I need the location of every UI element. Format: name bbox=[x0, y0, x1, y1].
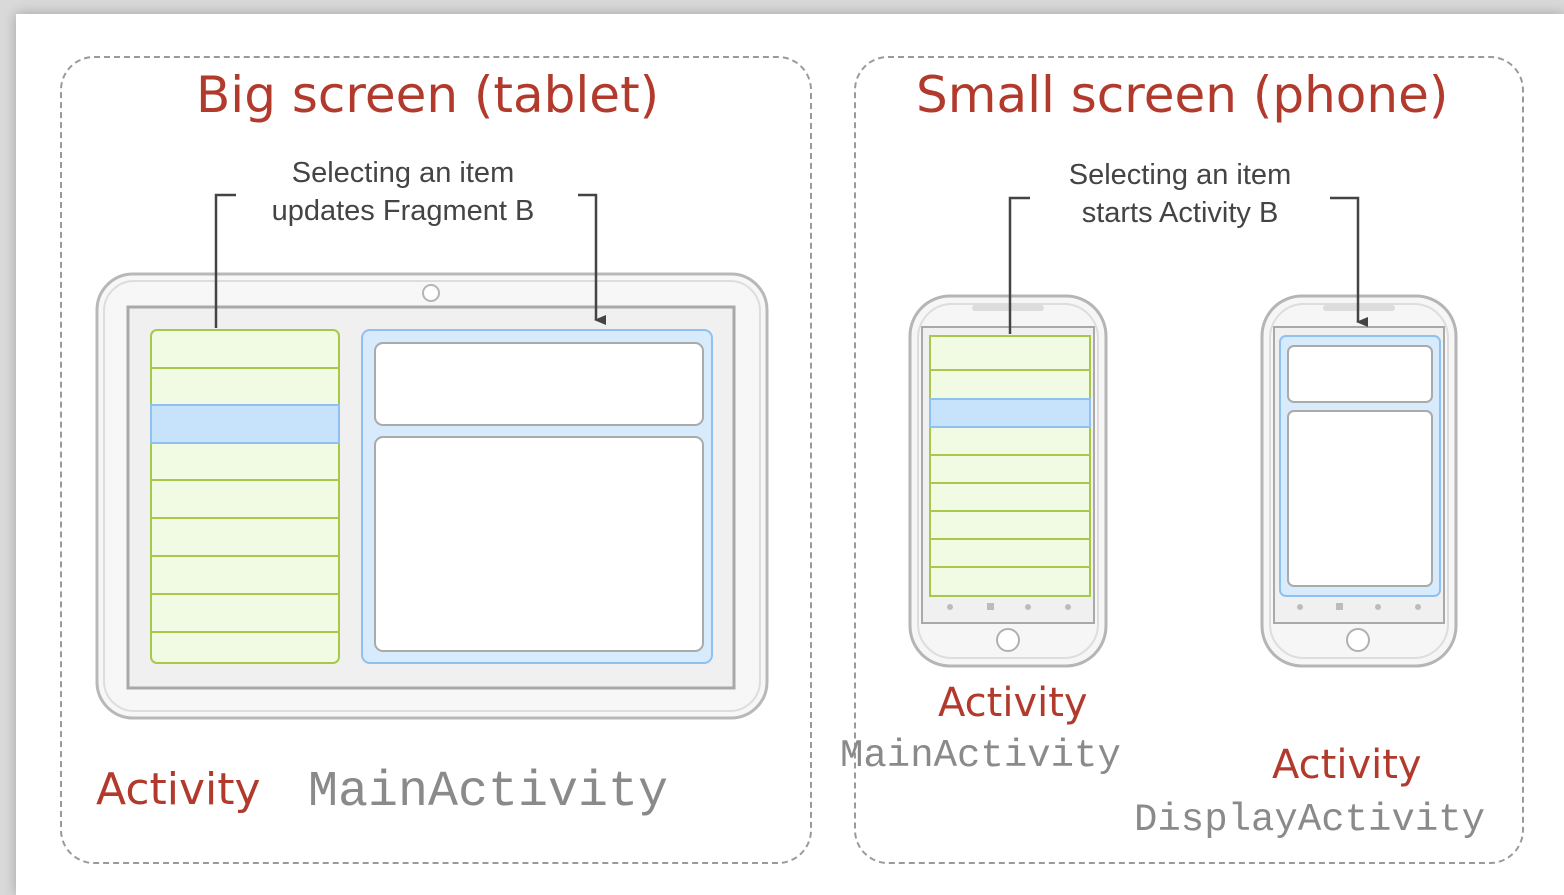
tablet-list-fragment bbox=[150, 329, 340, 664]
display-activity-label: Activity bbox=[1272, 742, 1422, 788]
tablet-callout-arrow bbox=[214, 193, 606, 328]
tablet-panel bbox=[60, 56, 812, 864]
tablet-activity-name: MainActivity bbox=[308, 764, 669, 821]
phone-panel bbox=[854, 56, 1524, 864]
nav-keys-icon bbox=[947, 603, 1071, 610]
phone-caption-line1: Selecting an item bbox=[1068, 159, 1292, 191]
phone-callout-arrow bbox=[1008, 196, 1368, 334]
home-button-icon bbox=[1346, 628, 1370, 652]
phone-list-fragment bbox=[929, 335, 1091, 597]
home-button-icon bbox=[996, 628, 1020, 652]
tablet-caption-line1: Selecting an item bbox=[291, 157, 515, 189]
tablet-camera-icon bbox=[422, 284, 440, 302]
tablet-title: Big screen (tablet) bbox=[196, 66, 660, 124]
main-activity-name: MainActivity bbox=[840, 734, 1121, 778]
phone-title: Small screen (phone) bbox=[916, 66, 1449, 124]
nav-keys-icon bbox=[1297, 603, 1421, 610]
display-activity-name: DisplayActivity bbox=[1134, 798, 1486, 842]
phone-selected-item bbox=[929, 398, 1091, 428]
tablet-activity-label: Activity bbox=[96, 764, 261, 815]
tablet-selected-item bbox=[150, 404, 340, 444]
phone-detail-fragment bbox=[1279, 335, 1441, 597]
tablet-caption: Selecting an item updates Fragment B bbox=[238, 154, 568, 230]
main-activity-label: Activity bbox=[938, 680, 1088, 726]
tablet-caption-line2: updates Fragment B bbox=[271, 195, 535, 227]
tablet-detail-fragment bbox=[361, 329, 713, 664]
phone-caption: Selecting an item starts Activity B bbox=[1030, 156, 1330, 232]
phone-caption-line2: starts Activity B bbox=[1081, 197, 1279, 229]
